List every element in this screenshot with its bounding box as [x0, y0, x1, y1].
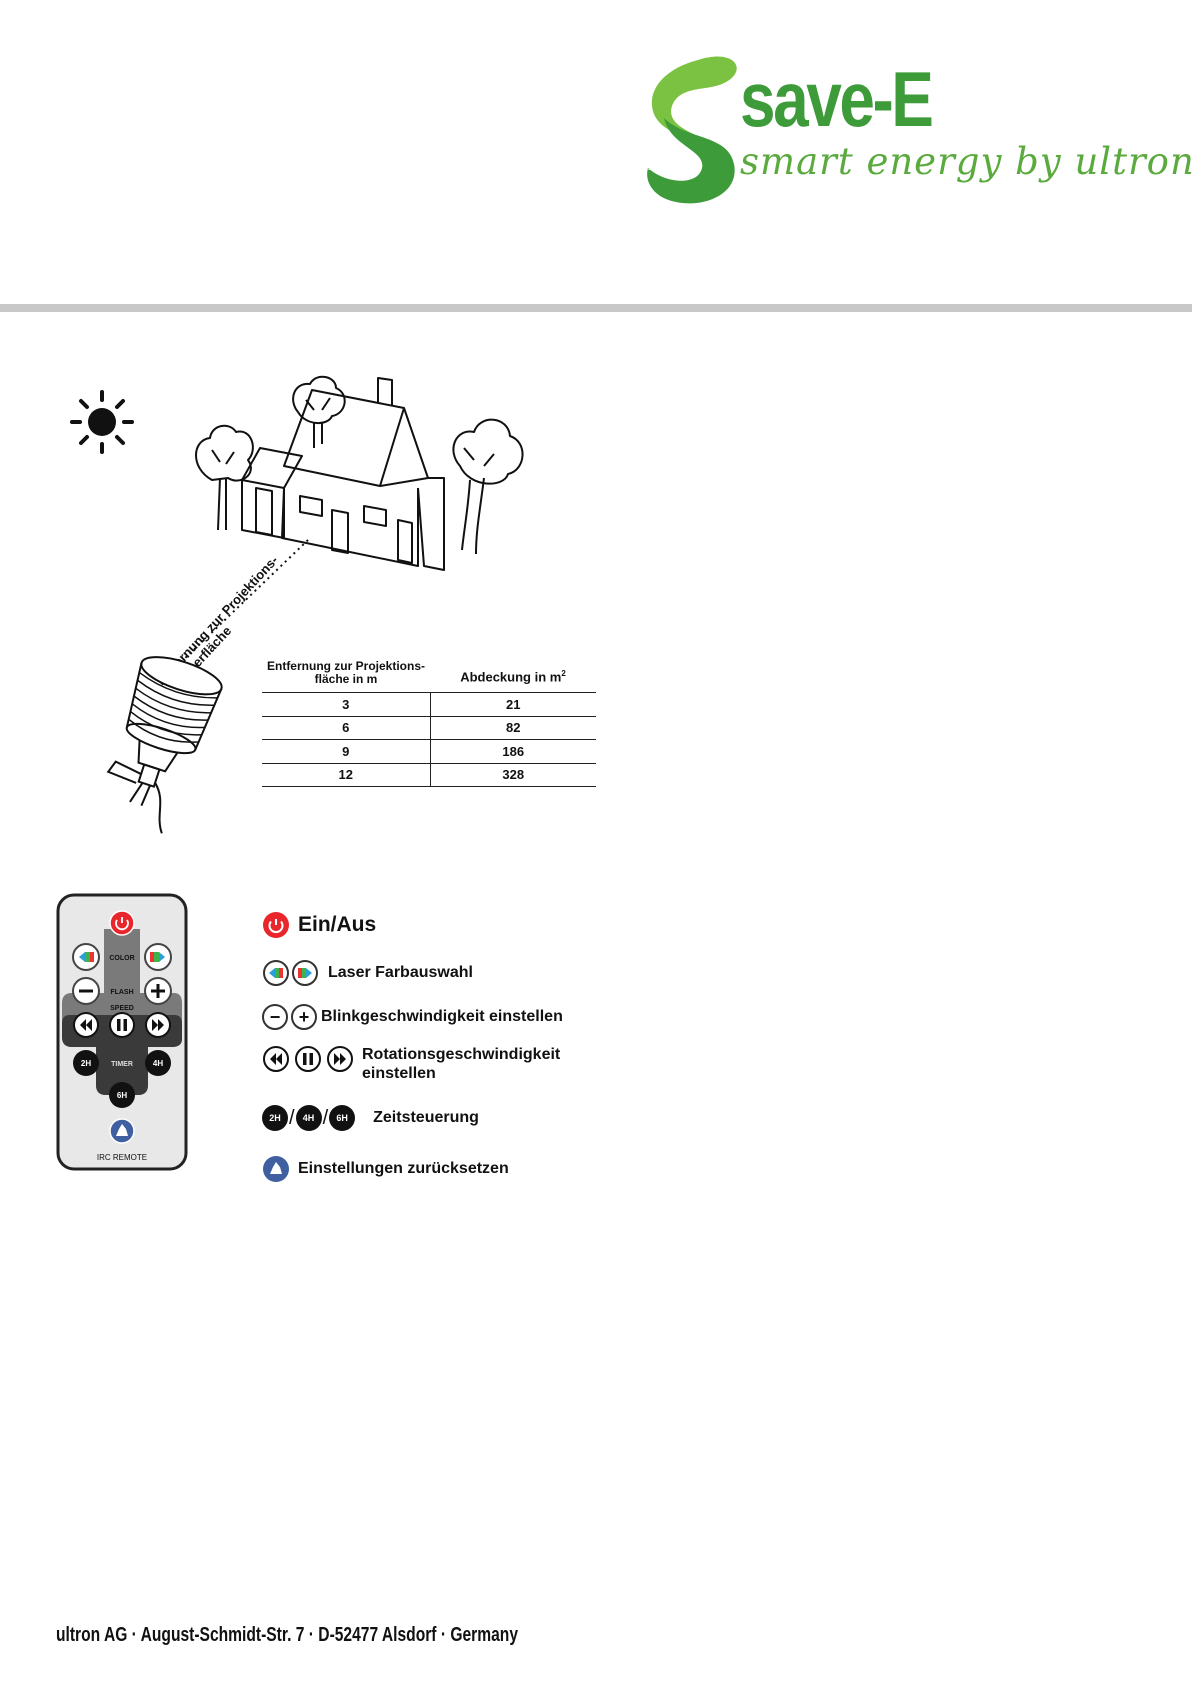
legend-flash: − + Blinkgeschwindigkeit einstellen: [262, 1004, 563, 1030]
legend-reset-text: Einstellungen zurücksetzen: [298, 1160, 509, 1177]
cell-distance: 12: [262, 763, 431, 787]
reset-icon: [262, 1155, 290, 1183]
header-coverage-text: Abdeckung in m: [460, 669, 562, 685]
projection-illustration: Entfernung zur Projektions- oberfläche: [70, 375, 524, 834]
remote-model-label: IRC REMOTE: [97, 1153, 147, 1162]
remote-4h-label: 4H: [153, 1059, 163, 1068]
legend-color: Laser Farbauswahl: [262, 959, 473, 987]
rotation-icons: [262, 1045, 354, 1073]
remote-2h-label: 2H: [81, 1059, 91, 1068]
legend-power-text: Ein/Aus: [298, 913, 377, 936]
legend-rotation-text: Rotationsgeschwindigkeit einstellen: [362, 1045, 560, 1083]
cell-coverage: 328: [430, 763, 596, 787]
legend-rotation-line2: einstellen: [362, 1065, 436, 1082]
legend-timer-text: Zeitsteuerung: [373, 1109, 479, 1126]
sun-icon: [70, 390, 134, 454]
timer-icons: 2H / 4H / 6H: [262, 1105, 356, 1131]
distance-line: [177, 539, 309, 666]
laser-projector-illustration: [106, 656, 223, 834]
remote-6h-label: 6H: [117, 1091, 127, 1100]
table-header: Entfernung zur Projektions- fläche in m …: [262, 660, 596, 692]
leaf-s-icon: [647, 56, 737, 204]
timer-4h-icon: 4H: [295, 1105, 322, 1131]
header-divider: [0, 304, 1192, 312]
cell-coverage: 82: [430, 716, 596, 740]
minus-icon: −: [262, 1004, 288, 1030]
remote-control-illustration: COLOR FLASH SPEED 2H 4H TIMER 6H IRC REM…: [56, 893, 188, 1171]
brand-logo: save-E smart energy by ultron: [640, 52, 1192, 212]
cell-coverage: 21: [430, 692, 596, 717]
header-coverage-sup: 2: [561, 669, 566, 678]
cell-distance: 6: [262, 716, 431, 740]
legend-timer: 2H / 4H / 6H Zeitsteuerung: [262, 1105, 479, 1131]
timer-slash: /: [289, 1106, 295, 1129]
header-distance: Entfernung zur Projektions- fläche in m: [262, 660, 430, 686]
house-illustration: [195, 375, 524, 571]
pause-button[interactable]: [109, 1012, 135, 1038]
flash-icons: − +: [262, 1004, 317, 1030]
plus-icon: +: [291, 1004, 317, 1030]
power-icon: [262, 911, 290, 939]
header-distance-line2: fläche in m: [314, 672, 378, 686]
legend-rotation: Rotationsgeschwindigkeit einstellen: [262, 1045, 560, 1083]
legend-reset: Einstellungen zurücksetzen: [262, 1155, 509, 1183]
header-coverage: Abdeckung in m2: [430, 669, 596, 684]
legend-power: Ein/Aus: [262, 911, 376, 939]
brand-tagline: smart energy by ultron: [740, 140, 1192, 183]
remote-flash-label: FLASH: [110, 989, 133, 996]
timer-slash: /: [322, 1106, 329, 1129]
remote-speed-label: SPEED: [110, 1005, 134, 1012]
color-arrows-icon: [262, 959, 320, 987]
remote-timer-label: TIMER: [111, 1061, 133, 1068]
timer-2h-button[interactable]: [73, 1050, 99, 1076]
legend-color-text: Laser Farbauswahl: [328, 964, 473, 981]
cell-distance: 3: [262, 692, 431, 717]
timer-2h-icon: 2H: [262, 1105, 288, 1131]
timer-6h-icon: 6H: [329, 1105, 356, 1131]
cell-distance: 9: [262, 739, 431, 764]
timer-4h-button[interactable]: [145, 1050, 171, 1076]
legend-rotation-line1: Rotationsgeschwindigkeit: [362, 1046, 561, 1063]
timer-6h-button[interactable]: [109, 1082, 135, 1108]
footer-address: ultron AG · August-Schmidt-Str. 7 · D-52…: [56, 1624, 518, 1646]
legend-flash-text: Blinkgeschwindigkeit einstellen: [321, 1008, 563, 1025]
brand-name: save-E: [740, 55, 934, 143]
button-legend: Ein/Aus Laser Farbauswahl − + Blinkgesch…: [262, 905, 682, 1185]
cell-coverage: 186: [430, 739, 596, 764]
header-distance-line1: Entfernung zur Projektions-: [266, 659, 425, 673]
coverage-table: Entfernung zur Projektions- fläche in m …: [262, 660, 596, 787]
remote-color-label: COLOR: [109, 955, 134, 962]
